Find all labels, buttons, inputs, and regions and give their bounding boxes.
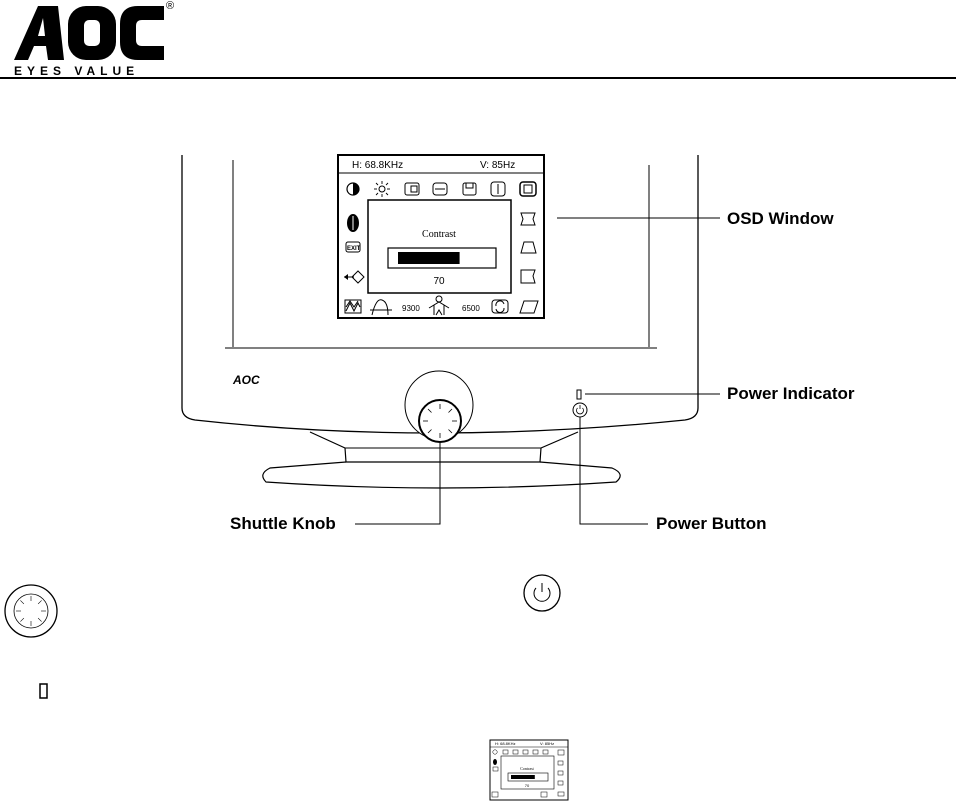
shuttle-knob [404,370,474,443]
thumb-v-frequency: V: 85Hz [540,741,554,746]
parallelogram-icon [519,300,539,314]
power-indicator-icon [39,683,48,699]
osd-window: H: 68.8KHz V: 85Hz [337,154,545,319]
pin-balance-icon [520,269,536,284]
user-color-icon [428,295,450,316]
exit-icon: EXIT [345,241,361,253]
h-position-icon [404,182,420,196]
pincushion-icon [520,212,536,226]
thumb-active-item: Contrast [520,766,534,771]
shuttle-knob-label: Shuttle Knob [230,514,336,533]
h-size-icon [432,182,448,196]
shuttle-knob-icon [4,584,58,638]
thumb-value-bar-fill [511,775,535,779]
osd-window-label: OSD Window [727,209,834,228]
power-button-icon [523,574,561,612]
zoom-icon [519,181,537,197]
shuttle-knob-callout-line [355,443,441,525]
osd-thumbnail: H: 68.8KHz V: 85Hz Contrast 70 [489,739,569,801]
language-icon [347,214,359,232]
logo-tagline: EYES VALUE [14,64,140,78]
osd-h-frequency: H: 68.8KHz [352,160,403,171]
header-rule [0,77,956,79]
osd-color-temp-2: 6500 [462,304,480,313]
recall-icon [344,270,365,284]
power-button-label: Power Button [656,514,767,533]
osd-value-bar-fill [398,252,460,264]
osd-inner-panel [367,199,512,294]
v-size-icon [490,181,506,197]
v-position-icon [462,182,477,196]
bezel-aoc-logo: AOC [232,373,260,387]
contrast-icon [346,182,360,196]
osd-color-temp-1: 9300 [402,304,420,313]
aoc-logo: ® EYES VALUE [14,0,175,78]
power-button [572,402,588,418]
registered-mark: ® [166,0,175,12]
power-indicator-led [576,389,582,400]
osd-active-item-label: Contrast [422,229,456,240]
aoc-logo-mark [14,6,164,60]
degauss-icon [491,299,509,314]
thumb-h-frequency: H: 68.8KHz [495,741,515,746]
osd-value-text: 70 [433,276,445,287]
brightness-icon [374,181,390,197]
osd-v-frequency: V: 85Hz [480,160,515,171]
svg-text:EXIT: EXIT [347,246,361,252]
focus-icon [370,299,392,316]
moire-icon [344,299,362,314]
monitor-stand [262,431,621,489]
trapezoid-icon [520,241,537,254]
power-button-callout-line [579,417,648,525]
thumb-value-text: 70 [525,783,530,788]
power-indicator-label: Power Indicator [727,384,855,403]
